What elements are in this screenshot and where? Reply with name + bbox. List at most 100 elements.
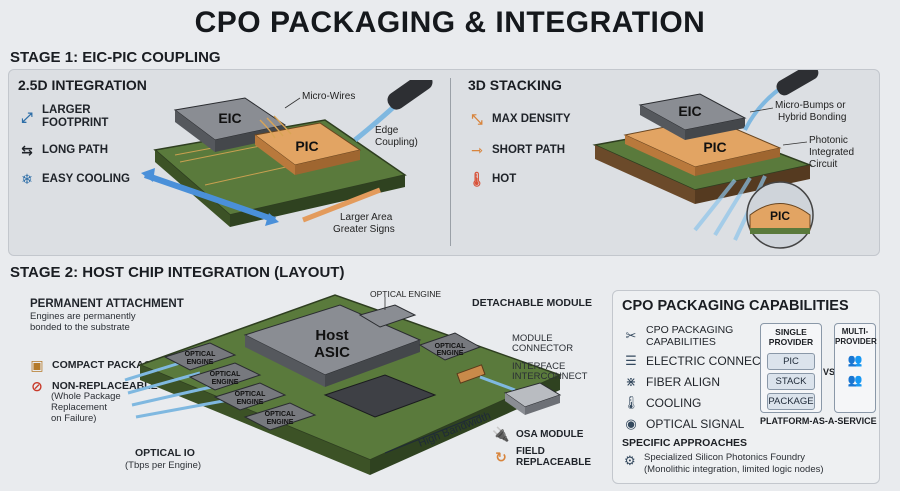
engine-right-line2: ENGINE xyxy=(437,350,464,357)
area-callout-line2: Greater Signs xyxy=(333,224,395,235)
specific-line1: Specialized Silicon Photonics Foundry xyxy=(644,452,806,463)
optical-engine-1: OPTICAL ENGINE xyxy=(163,342,237,371)
optical-io-fibers xyxy=(124,361,246,419)
interface-fiber xyxy=(479,375,516,392)
expand-icon: ⤢ xyxy=(21,108,33,125)
detachable-module-title: DETACHABLE MODULE xyxy=(472,297,592,309)
permanent-desc-line2: bonded to the substrate xyxy=(30,322,130,333)
photonic-callout-line3: Circuit xyxy=(809,159,838,170)
stack-box-stack: STACK xyxy=(767,373,815,390)
pic-chip-side-right xyxy=(295,150,360,175)
vs-label: VS xyxy=(823,367,836,377)
cap-cooling-label: COOLING xyxy=(646,395,702,410)
microwires-callout: Micro-Wires xyxy=(302,91,355,102)
host-asic-line1: Host xyxy=(315,327,348,344)
pic-label: PIC xyxy=(295,138,318,154)
fiber-icon: ⋇ xyxy=(625,373,637,389)
field-line2: REPLACEABLE xyxy=(516,457,592,468)
photonic-callout-line2: Integrated xyxy=(809,147,854,158)
high-bandwidth-line xyxy=(384,414,481,454)
osa-module-side-left xyxy=(505,393,525,415)
cap-optical-label: OPTICAL SIGNAL xyxy=(646,416,745,431)
thermometer-icon: 🌡 xyxy=(622,394,640,410)
engine-3-line2: ENGINE xyxy=(237,399,264,406)
box-icon: ▣ xyxy=(30,356,44,373)
engine-1-line2: ENGINE xyxy=(187,359,214,366)
photonic-callout-line xyxy=(782,141,808,146)
single-provider-line2: PROVIDER xyxy=(768,337,814,347)
pic-layer-label: PIC xyxy=(703,139,726,155)
non-replaceable-line2: Replacement xyxy=(51,402,107,413)
bumps-callout-line2: Hybrid Bonding xyxy=(778,112,846,123)
non-replaceable-line1: (Whole Package xyxy=(51,391,121,402)
substrate-side-right xyxy=(230,175,405,227)
page-title: CPO PACKAGING & INTEGRATION xyxy=(194,6,706,39)
stage2-label: STAGE 2: HOST CHIP INTEGRATION (LAYOUT) xyxy=(10,264,345,281)
engine-3-line1: OPTICAL xyxy=(235,391,266,398)
eic-top-label: EIC xyxy=(678,103,701,119)
host-asic-side-left xyxy=(245,335,325,387)
snowflake-icon: ❄ xyxy=(21,170,33,187)
specific-line2: (Monolithic integration, limited logic n… xyxy=(644,464,824,475)
cap-electric-label: ELECTRIC CONNECT xyxy=(646,353,769,368)
capabilities-title: CPO PACKAGING CAPABILITIES xyxy=(622,298,849,314)
interface-line1: INTERFACE xyxy=(512,361,566,372)
optical-io-title: OPTICAL IO xyxy=(135,447,195,459)
cap-packaging-line1: CPO PACKAGING xyxy=(646,324,734,336)
footprint-arrow xyxy=(144,172,276,223)
cap-packaging-line2: CAPABILITIES xyxy=(646,336,716,348)
optical-io-desc: (Tbps per Engine) xyxy=(125,460,202,471)
platform-label: PLATFORM-AS-A-SERVICE xyxy=(760,416,877,426)
stage1-divider xyxy=(450,78,451,246)
capability-row-electric: ☰ ELECTRIC CONNECT xyxy=(622,350,772,371)
engine-2-line1: OPTICAL xyxy=(210,371,241,378)
zoom-pic-label: PIC xyxy=(770,209,790,223)
larger-footprint-line2: FOOTPRINT xyxy=(42,117,109,129)
cap-fiber-label: FIBER ALIGN xyxy=(646,374,721,389)
sliders-icon: ☰ xyxy=(625,352,637,368)
optical-engine-top xyxy=(358,304,417,328)
fiber-connector xyxy=(387,80,433,110)
photonic-callout-line1: Photonic xyxy=(809,135,848,146)
substrate-3d-side-left xyxy=(595,145,695,204)
area-callout-line1: Larger Area xyxy=(340,212,393,223)
integration-2-5d-illustration: EIC PIC Micro-Wires Edge Coupling) Large… xyxy=(141,80,433,235)
stage1-label: STAGE 1: EIC-PIC COUPLING xyxy=(10,49,221,66)
pic-layer-side-left xyxy=(625,135,695,176)
bumps-callout-line xyxy=(749,107,774,113)
people-icon: 👥 xyxy=(847,353,863,367)
optical-engine-right xyxy=(418,332,482,361)
capability-row-optical: ◉ OPTICAL SIGNAL xyxy=(622,413,772,434)
stack-box-pic: PIC xyxy=(767,353,815,370)
network-icon: ⚙ xyxy=(624,453,636,468)
compress-icon: ⤡ xyxy=(471,110,483,127)
micro-wires xyxy=(259,115,292,139)
long-path-label: LONG PATH xyxy=(42,144,109,156)
pic-layer-side-right xyxy=(695,148,780,176)
interface-line2: INTERCONNECT xyxy=(512,371,588,382)
capability-row-fiber: ⋇ FIBER ALIGN xyxy=(622,371,772,392)
edge-callout-line1: Edge xyxy=(375,125,399,136)
engine-2-line2: ENGINE xyxy=(212,379,239,386)
osa-module-label: OSA MODULE xyxy=(516,428,584,440)
integration-2-5d-title: 2.5D INTEGRATION xyxy=(18,77,147,93)
engine-right-line1: OPTICAL xyxy=(435,343,466,350)
capability-row-cooling: 🌡 COOLING xyxy=(622,392,772,413)
footprint-arrow-head-left xyxy=(141,168,155,182)
memory-chip xyxy=(323,374,437,418)
scissors-icon: ✂ xyxy=(625,328,637,343)
people-icon-2: 👥 xyxy=(847,373,863,387)
short-path-item: ⇾ SHORT PATH xyxy=(468,141,565,159)
microwires-callout-line xyxy=(284,97,301,109)
non-replaceable-line3: on Failure) xyxy=(51,413,97,424)
max-density-label: MAX DENSITY xyxy=(492,113,571,125)
stack-box-package: PACKAGE xyxy=(767,393,815,410)
optical-engine-2: OPTICAL ENGINE xyxy=(188,362,262,391)
easy-cooling-item: ❄ EASY COOLING xyxy=(18,170,130,188)
stacking-3d-illustration: PIC EIC PIC Micro-Bumps or Hybrid Bondin… xyxy=(592,70,854,249)
compact-package-label: COMPACT PACKAGE xyxy=(52,359,159,371)
module-connector-line1: MODULE xyxy=(512,333,553,344)
